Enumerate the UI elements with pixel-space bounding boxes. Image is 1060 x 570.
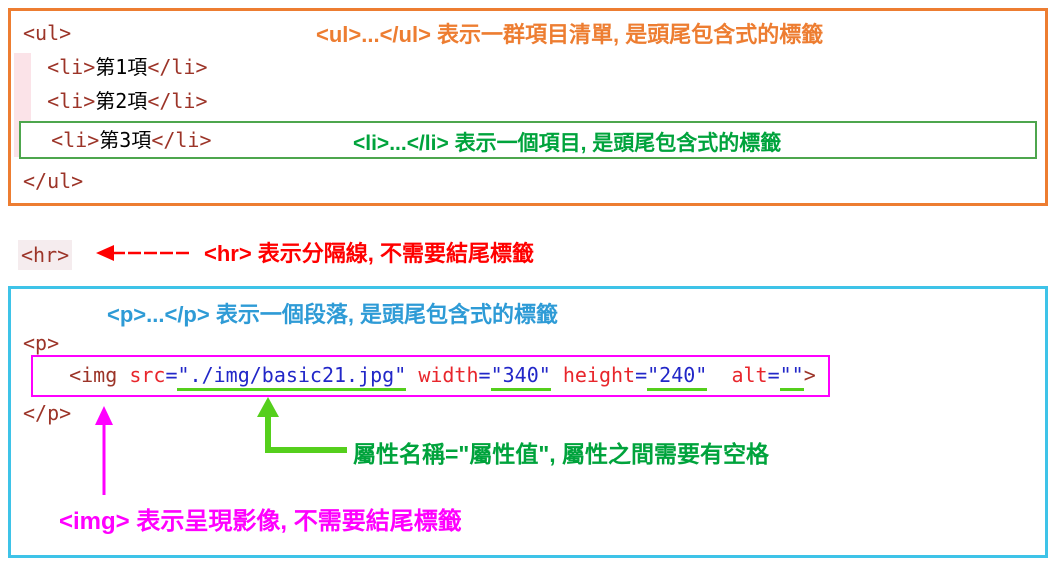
code-line-p-open: <p>	[23, 331, 60, 355]
p-annotation: <p>...</p> 表示一個段落, 是頭尾包含式的標籤	[107, 302, 559, 327]
code-line-li-2: <li>第2項</li>	[47, 89, 208, 113]
code-line-ul-close: </ul>	[23, 169, 84, 193]
li-highlight-box: <li>第3項</li> <li>...</li> 表示一個項目, 是頭尾包含式…	[19, 121, 1037, 159]
img-annotation: <img> 表示呈現影像, 不需要結尾標籤	[59, 508, 462, 535]
img-arrow-icon	[95, 406, 113, 495]
li-annotation: <li>...</li> 表示一個項目, 是頭尾包含式的標籤	[353, 132, 782, 155]
p-section: <p>...</p> 表示一個段落, 是頭尾包含式的標籤 <p> <img sr…	[8, 286, 1048, 558]
code-line-li-3: <li>第3項</li>	[51, 128, 212, 152]
attr-annotation: 屬性名稱="屬性值", 屬性之間需要有空格	[353, 441, 770, 467]
code-line-ul-open: <ul>	[23, 21, 72, 45]
ul-section: <ul> <ul>...</ul> 表示一群項目清單, 是頭尾包含式的標籤 <l…	[8, 8, 1048, 206]
hr-annotation: <hr> 表示分隔線, 不需要結尾標籤	[204, 241, 535, 266]
code-line-img: <img src="./img/basic21.jpg" width="340"…	[45, 363, 816, 391]
img-highlight-box: <img src="./img/basic21.jpg" width="340"…	[31, 355, 830, 397]
ul-annotation: <ul>...</ul> 表示一群項目清單, 是頭尾包含式的標籤	[316, 22, 824, 47]
attr-arrow-icon	[257, 397, 347, 453]
code-hr: <hr>	[18, 240, 73, 270]
code-line-p-close: </p>	[23, 401, 72, 425]
hr-arrow-icon	[96, 245, 192, 261]
code-line-li-1: <li>第1項</li>	[47, 55, 208, 79]
